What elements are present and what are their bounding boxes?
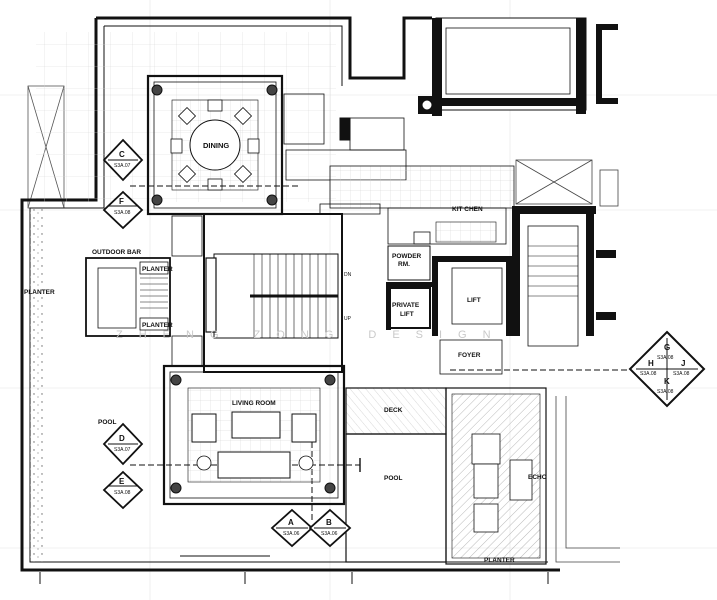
lift-label: LIFT <box>467 297 481 304</box>
section-marker-a-letter: A <box>288 518 294 527</box>
section-marker-f-sheet: S3A.08 <box>114 210 131 216</box>
section-marker-a-sheet: S3A.06 <box>283 531 300 537</box>
echo-label: ECHO <box>528 474 547 481</box>
shaft-circle <box>421 99 433 111</box>
foyer <box>439 339 503 375</box>
dining-label: DINING <box>203 141 229 150</box>
living-room-label: LIVING ROOM <box>232 400 276 407</box>
outdoor-bar <box>85 257 171 337</box>
kitchen-zone <box>283 17 587 245</box>
section-marker-k-letter: K <box>664 377 670 386</box>
stair-core <box>171 213 343 373</box>
pool-inner-label: POOL <box>384 475 402 482</box>
private-lift-label-2: LIFT <box>400 311 414 318</box>
planter-bottom-label: PLANTER <box>484 557 515 564</box>
stair-down-label: DN <box>344 272 352 278</box>
section-marker-ghjk: G S3A.08 H S3A.08 J S3A.08 K S3A.08 <box>628 330 706 408</box>
stair-up-label: UP <box>344 316 352 322</box>
section-marker-a: A S3A.06 <box>270 508 314 548</box>
section-marker-h-letter: H <box>648 359 654 368</box>
section-marker-e: E S3A.08 <box>102 470 144 510</box>
section-marker-f: F S3A.08 <box>102 190 144 230</box>
foyer-label: FOYER <box>458 352 481 359</box>
right-wing <box>515 159 620 563</box>
section-marker-c-sheet: S3A.07 <box>114 163 131 169</box>
powder-room-label-2: RM. <box>398 261 410 268</box>
powder-private-lift <box>387 231 431 329</box>
planter-left-label: PLANTER <box>24 289 55 296</box>
section-marker-k-sheet: S3A.08 <box>657 389 674 395</box>
section-marker-c-letter: C <box>119 150 125 159</box>
section-marker-d-sheet: S3A.07 <box>114 447 131 453</box>
section-marker-d-letter: D <box>119 434 125 443</box>
section-marker-g-letter: G <box>664 343 670 352</box>
section-marker-d: D S3A.07 <box>102 422 144 466</box>
section-marker-j-letter: J <box>681 359 685 368</box>
section-marker-c: C S3A.07 <box>102 138 144 182</box>
private-lift-label-1: PRIVATE <box>392 302 420 309</box>
dimension-ticks <box>39 555 549 584</box>
pool-deck <box>345 387 547 565</box>
section-marker-b-sheet: S3A.06 <box>321 531 338 537</box>
pool-outer-label: POOL <box>98 419 116 426</box>
section-marker-e-sheet: S3A.08 <box>114 490 131 496</box>
section-marker-f-letter: F <box>119 197 124 206</box>
section-marker-b-letter: B <box>326 518 332 527</box>
section-marker-b: B S3A.06 <box>308 508 352 548</box>
planter-bar-top-label: PLANTER <box>142 266 173 273</box>
section-marker-g-sheet: S3A.08 <box>657 355 674 361</box>
dining-pavilion <box>146 74 284 216</box>
outdoor-bar-label: OUTDOOR BAR <box>92 249 141 256</box>
watermark: ZHENG ZONG DESIGN <box>116 329 507 341</box>
kitchen-label: KIT CHEN <box>452 206 483 213</box>
section-marker-j-sheet: S3A.08 <box>673 371 690 377</box>
section-marker-e-letter: E <box>119 477 125 486</box>
section-marker-h-sheet: S3A.08 <box>640 371 657 377</box>
powder-room-label-1: POWDER <box>392 253 422 260</box>
deck-label: DECK <box>384 407 403 414</box>
lift-cars <box>445 27 579 347</box>
planter-bar-bottom-label: PLANTER <box>142 322 173 329</box>
living-room-pavilion <box>162 364 346 506</box>
